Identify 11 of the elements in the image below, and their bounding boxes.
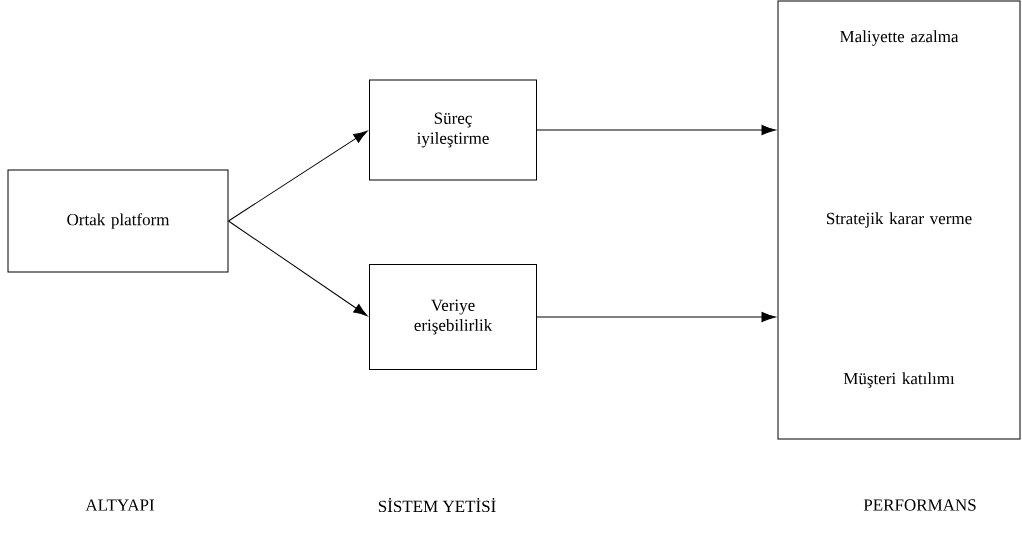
process-box: Veriye erişebilirlik bbox=[369, 264, 537, 370]
arrow bbox=[228, 130, 368, 222]
column-label: ALTYAPI bbox=[85, 499, 155, 511]
arrow bbox=[536, 124, 776, 136]
column-label: PERFORMANS bbox=[863, 499, 976, 511]
outcome-box: Maliyette azalma Stratejik karar verme Müşteri katılımı bbox=[777, 0, 1021, 440]
process-box: Ortak platform bbox=[7, 169, 229, 273]
column-label: SİSTEM YETİSİ bbox=[378, 497, 496, 513]
process-box: Süreç iyileştirme bbox=[369, 79, 537, 181]
arrow bbox=[536, 311, 776, 323]
arrow bbox=[228, 220, 368, 317]
